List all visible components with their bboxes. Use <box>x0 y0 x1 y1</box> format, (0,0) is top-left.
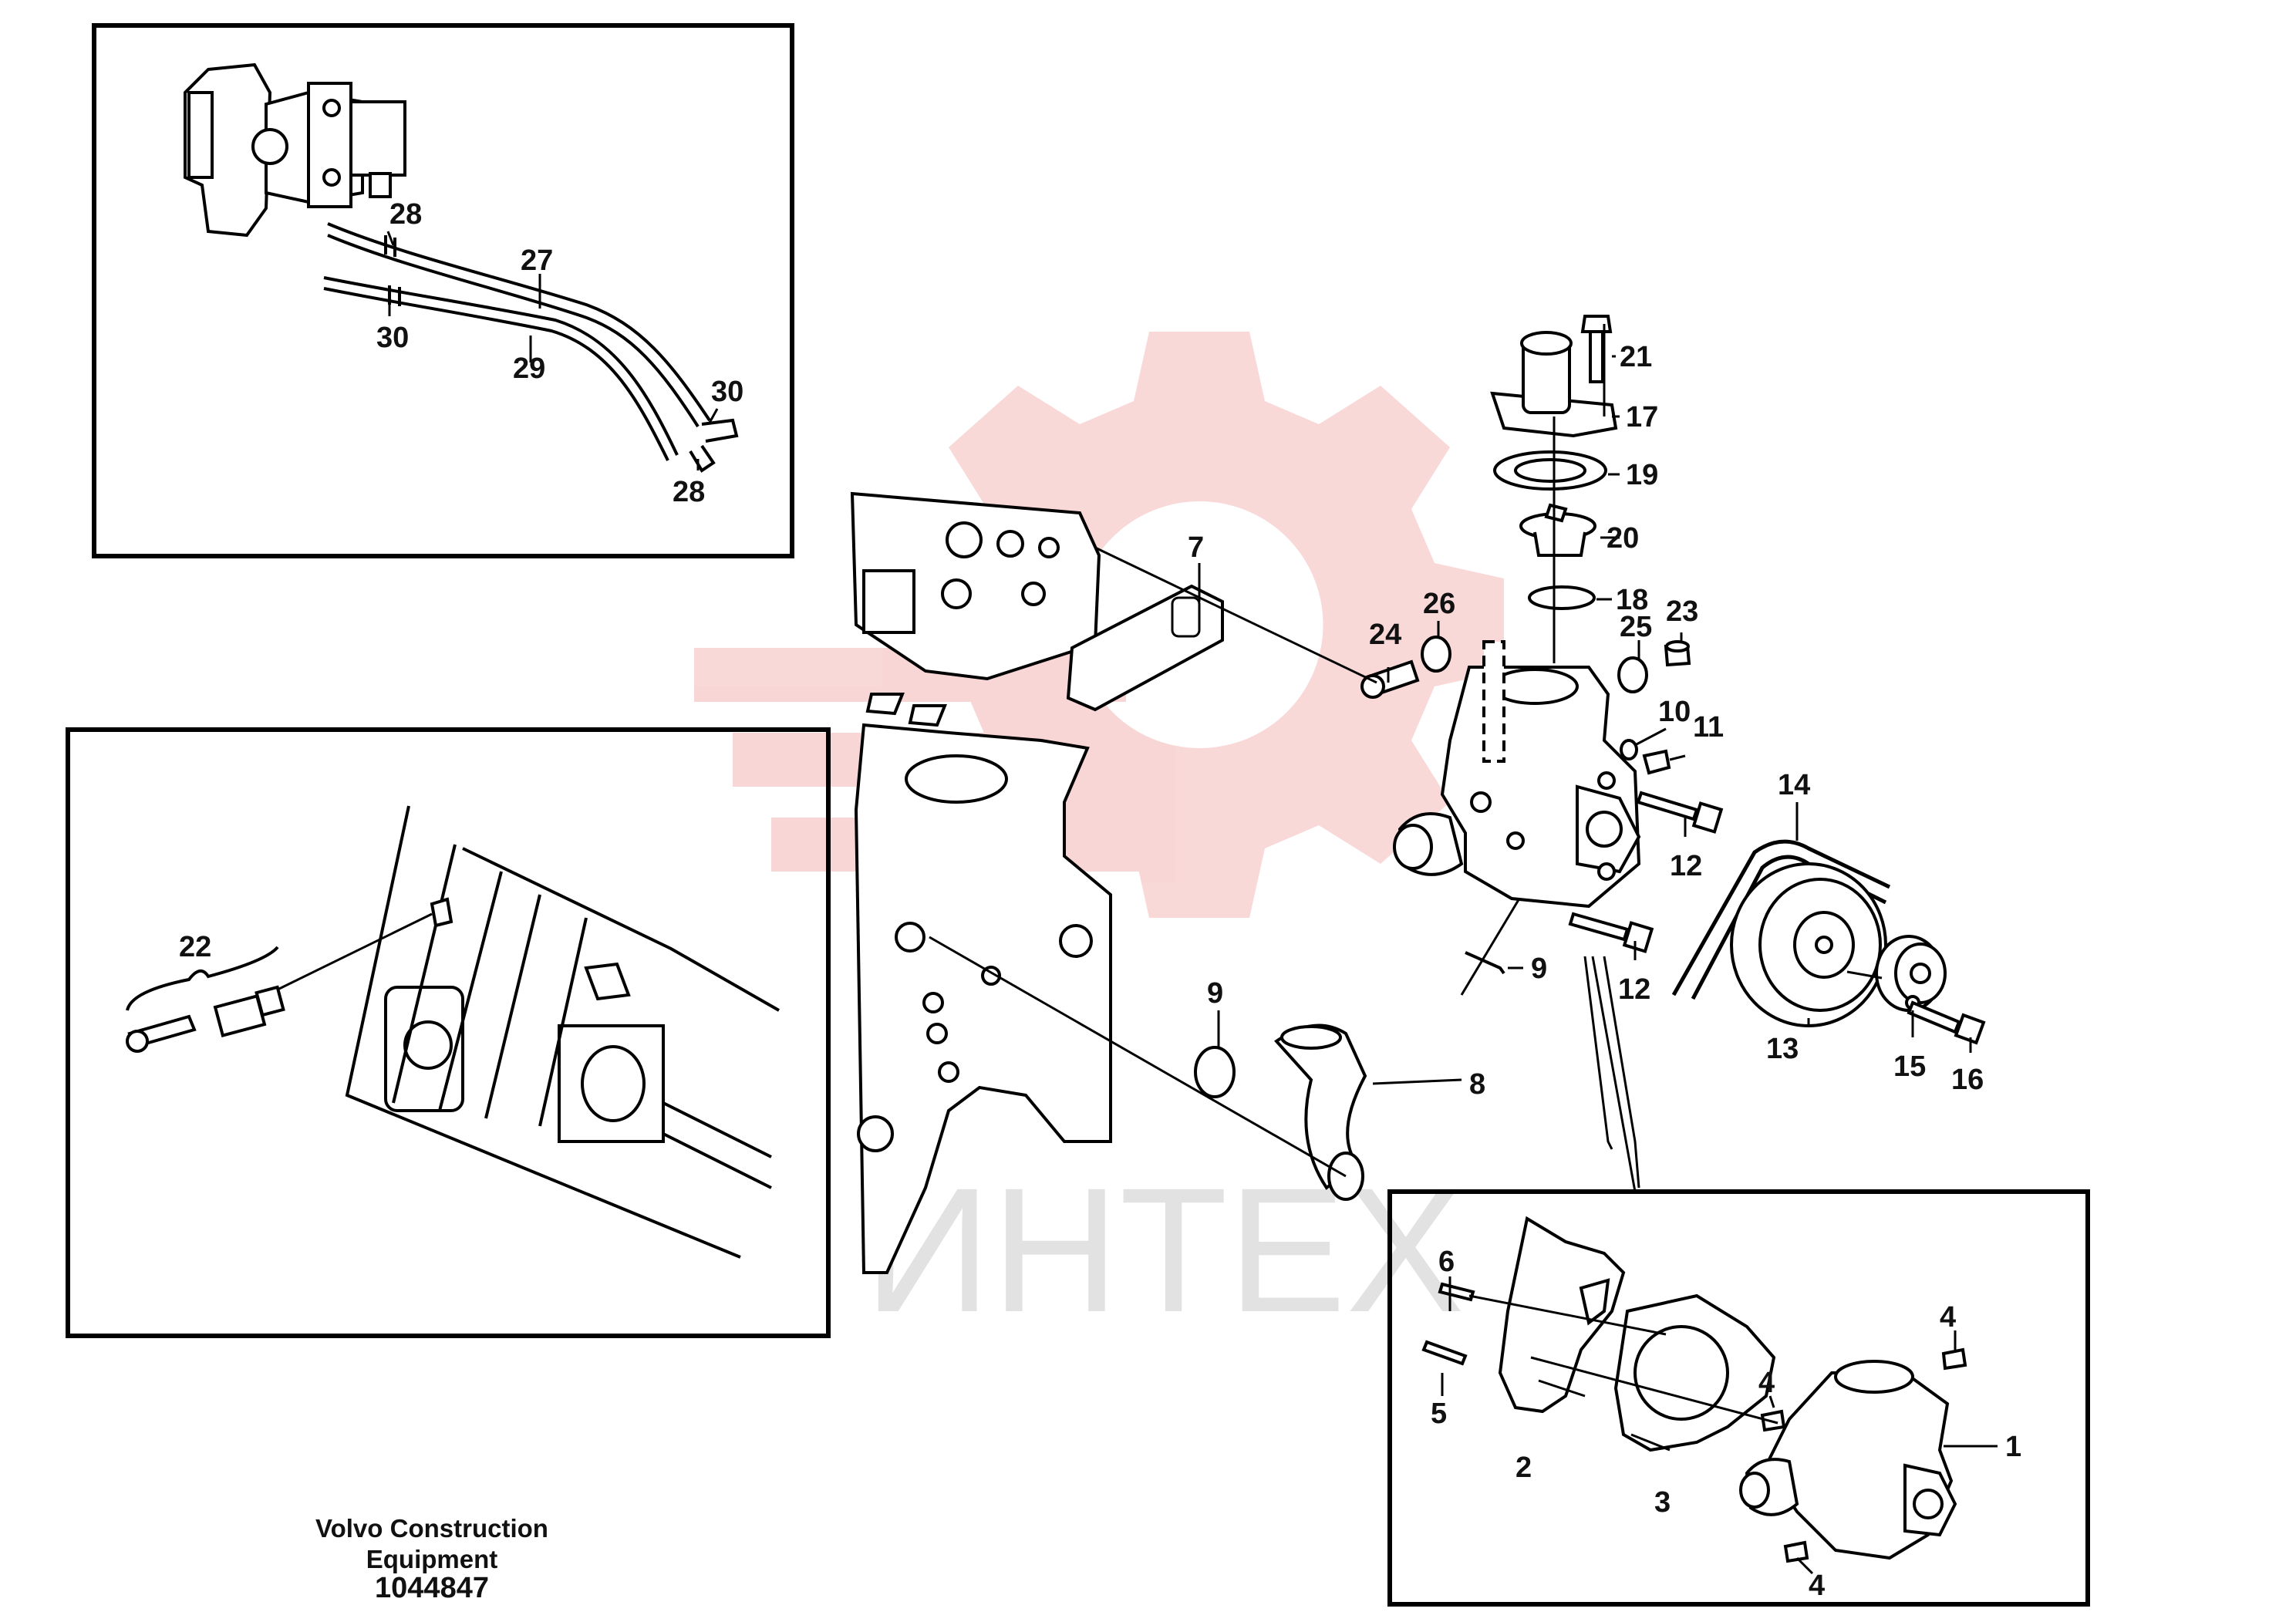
timing-cover-drawing <box>854 693 1112 1274</box>
callout-12b: 12 <box>1618 973 1650 1006</box>
callout-24: 24 <box>1369 619 1401 651</box>
callout-14: 14 <box>1778 769 1810 801</box>
callout-9b: 9 <box>1531 953 1547 985</box>
callout-28b: 28 <box>673 476 705 508</box>
cylinder-head-drawing <box>850 491 1101 681</box>
fitting-22-drawing <box>126 897 453 1053</box>
callout-labels: 1 2 3 4 4 4 5 6 7 8 9 9 10 11 12 12 13 1… <box>179 198 2021 1602</box>
callout-4b: 4 <box>1758 1367 1775 1399</box>
gasket-7-port <box>1171 596 1201 638</box>
bracket-22 <box>126 946 279 1011</box>
bolt-21-drawing <box>1580 315 1613 383</box>
bolt-16-drawing <box>1907 1000 1986 1045</box>
callout-12a: 12 <box>1670 850 1702 882</box>
hub-15-drawing <box>1875 935 1947 1012</box>
callout-4c: 4 <box>1809 1570 1825 1602</box>
callout-18: 18 <box>1616 584 1648 616</box>
callout-6: 6 <box>1438 1246 1455 1278</box>
callout-5: 5 <box>1431 1398 1447 1430</box>
callout-11: 11 <box>1693 711 1724 744</box>
callout-9a: 9 <box>1207 977 1223 1010</box>
callout-30b: 30 <box>711 376 743 408</box>
callout-17: 17 <box>1626 401 1658 433</box>
gasket-7-drawing <box>1066 584 1224 712</box>
callout-22: 22 <box>179 931 211 963</box>
pump-gaskets-drawing <box>1498 1216 1776 1452</box>
caption-company: Volvo Construction Equipment <box>315 1514 548 1573</box>
small-fasteners-drawing <box>1360 636 1691 775</box>
callout-8: 8 <box>1469 1068 1485 1101</box>
clip-9-drawing <box>1465 951 1505 975</box>
callout-10: 10 <box>1658 696 1691 728</box>
callout-15: 15 <box>1893 1050 1926 1083</box>
callout-29: 29 <box>513 352 545 385</box>
callout-19: 19 <box>1626 459 1658 491</box>
watermark-text: ИНТЕХ <box>864 1151 1465 1349</box>
callout-30a: 30 <box>376 322 409 354</box>
pump-assembly-inset-drawing <box>1421 1282 1967 1563</box>
callout-20: 20 <box>1607 522 1639 555</box>
callout-1: 1 <box>2005 1431 2021 1463</box>
callout-28a: 28 <box>389 198 422 231</box>
callout-26: 26 <box>1423 588 1455 620</box>
callout-13: 13 <box>1766 1033 1799 1065</box>
leader-fitting-22 <box>278 912 433 990</box>
callout-7: 7 <box>1188 531 1204 564</box>
valve-body-drawing <box>184 62 406 238</box>
caption-drawing-number: 1044847 <box>375 1572 489 1604</box>
engine-block-drawing <box>345 805 780 1259</box>
callout-27: 27 <box>521 244 553 277</box>
thermostat-stack-drawing <box>1490 331 1618 610</box>
callout-3: 3 <box>1654 1486 1671 1519</box>
callout-4a: 4 <box>1940 1301 1956 1334</box>
o-ring-9-drawing <box>1194 1046 1236 1098</box>
callout-23: 23 <box>1666 595 1698 628</box>
inset-frame-coolant-pipes <box>92 23 794 558</box>
callout-21: 21 <box>1620 341 1652 373</box>
callout-16: 16 <box>1951 1064 1984 1096</box>
stud-drawing <box>1482 640 1505 763</box>
pulley-13-drawing <box>1730 862 1887 1027</box>
callout-25: 25 <box>1620 611 1652 643</box>
coolant-pipes-drawing <box>323 222 739 473</box>
inset-frame-block-fitting <box>66 727 831 1338</box>
leader-lines <box>386 231 2025 1575</box>
callout-2: 2 <box>1515 1452 1532 1484</box>
bolts-12-drawing <box>1568 791 1724 953</box>
